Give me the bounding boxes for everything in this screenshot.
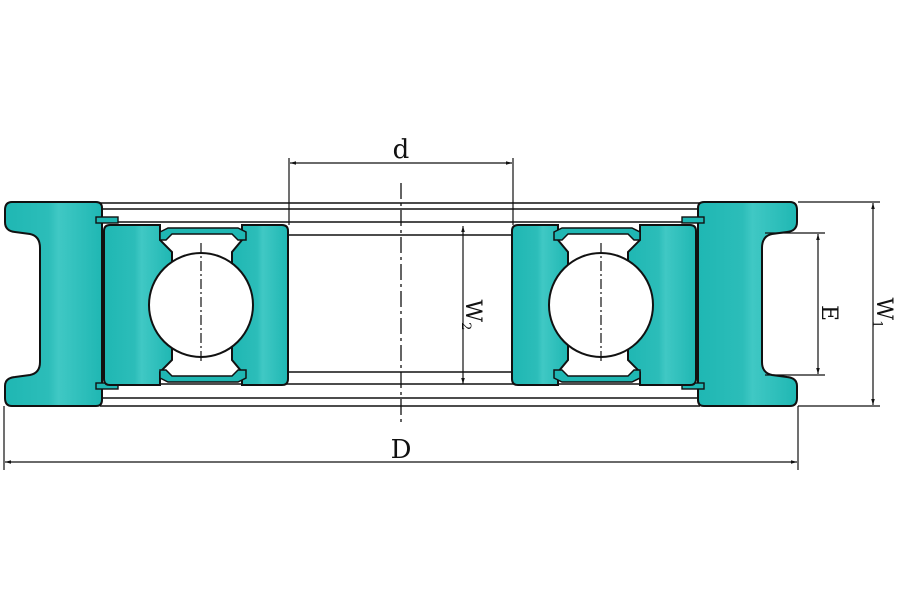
bearing-outer-ring-left xyxy=(103,224,173,386)
label-outer-diameter-D: D xyxy=(391,435,412,465)
label-total-width-W1: W1 xyxy=(869,298,896,329)
label-inner-width-W2: W2 xyxy=(458,300,485,331)
outer-tire-left xyxy=(4,201,103,407)
dimension-W1 xyxy=(798,201,880,407)
bearing-outer-ring-right xyxy=(627,224,697,386)
bearing-inner-ring-right xyxy=(511,224,569,386)
dimension-E xyxy=(765,232,825,376)
label-groove-E: E xyxy=(816,305,841,321)
svg-text:W1: W1 xyxy=(869,298,896,329)
svg-text:E: E xyxy=(816,305,841,321)
svg-text:W2: W2 xyxy=(458,300,485,331)
shields-right xyxy=(553,227,641,383)
housing-lines xyxy=(100,202,700,407)
dimension-D xyxy=(3,406,799,470)
label-bore-d: d xyxy=(393,135,410,165)
dimension-d xyxy=(288,158,514,225)
shields-left xyxy=(159,227,247,383)
